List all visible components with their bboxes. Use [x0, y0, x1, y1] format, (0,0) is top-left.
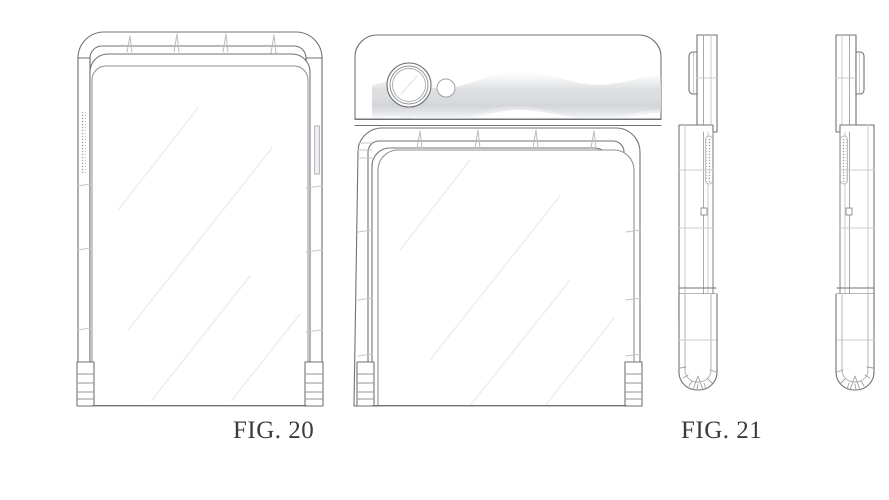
- fig20-front-unfolded-view: [76, 31, 324, 407]
- top-edge-tick-marks: [126, 33, 277, 54]
- side-key-left[interactable]: [700, 207, 708, 216]
- side-speaker-grille-right: [840, 135, 848, 185]
- lower-top-tick-marks: [416, 129, 597, 149]
- lower-housing: [353, 127, 641, 407]
- side-speaker-grille-left: [705, 135, 713, 185]
- lower-rail-segment-marks: [357, 142, 641, 357]
- lower-display-reflections: [399, 159, 615, 405]
- fig20-rear-folded-view: [353, 34, 662, 407]
- side-segment-marks-left: [678, 77, 718, 341]
- hinge-fold-curve-right: [835, 293, 875, 391]
- lower-hinge-band-right: [624, 361, 643, 407]
- camera-bump-right: [855, 51, 865, 95]
- upper-slab-left: [696, 34, 718, 133]
- fold-seam: [354, 118, 662, 127]
- figure-caption-fig21: FIG. 21: [681, 417, 763, 444]
- figure-caption-fig20: FIG. 20: [233, 417, 315, 444]
- camera-lens: [386, 62, 432, 108]
- fig21-right-side-view: [835, 34, 875, 391]
- hinge-fold-curve-left: [678, 293, 718, 391]
- cover-texture-wave: [372, 71, 661, 119]
- side-button[interactable]: [314, 125, 320, 175]
- hinge-arc-segments-left: [679, 366, 717, 391]
- display-panel: [91, 65, 309, 407]
- camera-flash: [436, 78, 456, 98]
- side-key-right[interactable]: [845, 207, 853, 216]
- upper-slab-right: [835, 34, 857, 133]
- display-reflection-lines: [117, 107, 301, 401]
- hinge-arc-segments-right: [836, 366, 874, 391]
- lower-display-panel: [377, 149, 635, 407]
- left-side-rail: [77, 57, 91, 363]
- speaker-grille: [80, 112, 86, 174]
- side-segment-marks-right: [835, 77, 875, 341]
- fig21-left-side-view: [678, 34, 718, 391]
- hinge-band-stack-right: [304, 361, 324, 407]
- hinge-band-stack-left: [76, 361, 95, 407]
- camera-bump-left: [688, 51, 698, 95]
- right-rail-segment-marks: [305, 185, 323, 333]
- lower-hinge-band-left: [356, 361, 375, 407]
- left-rail-segment-marks: [77, 183, 91, 331]
